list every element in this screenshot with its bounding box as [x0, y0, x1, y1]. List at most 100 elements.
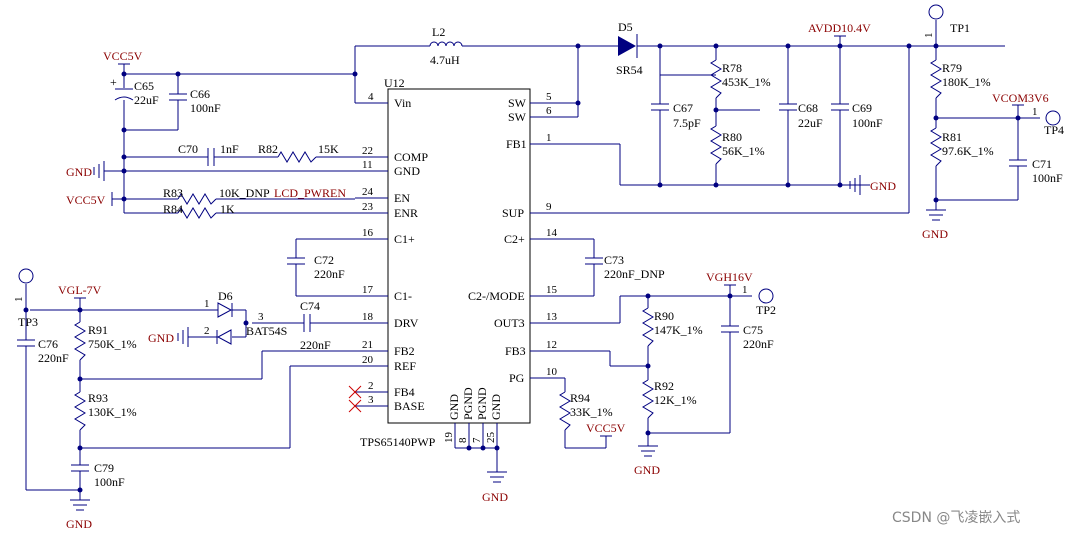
pin-name-c1p: C1+: [394, 232, 415, 246]
cap-c71: [1009, 159, 1027, 167]
pin-name-base: BASE: [394, 399, 425, 413]
net-vgh: VGH16V: [706, 270, 753, 284]
net-vgl: VGL-7V: [58, 283, 102, 297]
testpoint-tp3: [18, 268, 34, 284]
net-vcc5v-left: VCC5V: [66, 193, 106, 207]
gnd-symbol-r92: [638, 445, 658, 457]
net-gnd-boost: GND: [870, 179, 896, 193]
c71-ref: C71: [1032, 157, 1052, 171]
cap-c72: [287, 257, 305, 265]
pin-num-comp: 22: [362, 145, 373, 157]
r78-ref: R78: [722, 61, 742, 75]
c73-value: 220nF_DNP: [604, 267, 665, 281]
resistor-r91: [74, 321, 86, 361]
resistor-r92: [642, 379, 654, 419]
pin-name-ref: REF: [394, 359, 416, 373]
gnd-symbol-ic: [487, 471, 507, 483]
c66-value: 100nF: [190, 101, 221, 115]
net-gnd-c79: GND: [66, 517, 92, 531]
pin-name-c1m: C1-: [394, 289, 412, 303]
pin-num-vin: 4: [368, 91, 374, 103]
r91-ref: R91: [88, 323, 108, 337]
gnd-symbol-r81: [926, 209, 946, 221]
d5-ref: D5: [618, 20, 633, 34]
gnd-symbol-c79: [70, 499, 90, 511]
resistor-r80: [710, 125, 722, 165]
pin-num-fb4: 2: [368, 380, 374, 392]
cap-c67: [651, 103, 669, 111]
tp1-pin: 1: [923, 33, 935, 39]
pin-name-sw5: SW: [508, 96, 527, 110]
c79-ref: C79: [94, 461, 114, 475]
c72-ref: C72: [314, 253, 334, 267]
r92-value: 12K_1%: [654, 393, 697, 407]
resistor-r81: [930, 127, 942, 167]
gnd-symbol-d6: [177, 327, 189, 347]
pin-num-en: 24: [362, 186, 374, 198]
pin-num-sw6: 6: [546, 105, 552, 117]
r82-ref: R82: [258, 142, 278, 156]
r90-ref: R90: [654, 309, 674, 323]
tp4-ref: TP4: [1044, 123, 1064, 137]
diode-d5: [618, 34, 638, 58]
net-vcc5v-pg: VCC5V: [586, 421, 626, 435]
resistor-r83: [177, 193, 217, 205]
tp4-pin: 1: [1032, 106, 1038, 118]
resistor-r84: [177, 207, 217, 219]
r91-value: 750K_1%: [88, 337, 137, 351]
r81-value: 97.6K_1%: [942, 144, 994, 158]
resistor-r90: [642, 307, 654, 347]
c76-value: 220nF: [38, 351, 69, 365]
pin-name-pg: PG: [509, 371, 525, 385]
pin-num-drv: 18: [362, 311, 374, 323]
pin-num-c2p: 14: [546, 227, 558, 239]
pin-name-comp: COMP: [394, 150, 428, 164]
r81-ref: R81: [942, 130, 962, 144]
pin-name-pgnd8: PGND: [461, 387, 475, 420]
d6-pin1: 1: [204, 298, 210, 310]
c73-ref: C73: [604, 253, 624, 267]
pin-name-drv: DRV: [394, 316, 419, 330]
pin-name-fb4: FB4: [394, 385, 415, 399]
r92-ref: R92: [654, 379, 674, 393]
pin-num-base: 3: [368, 394, 374, 406]
cap-c68: [779, 103, 797, 111]
watermark: CSDN @飞凌嵌入式: [892, 510, 1020, 526]
diode-d6: [216, 302, 233, 345]
c71-value: 100nF: [1032, 171, 1063, 185]
pin-name-enr: ENR: [394, 206, 418, 220]
cap-c79: [71, 464, 89, 472]
pin-name-gnd25: GND: [489, 394, 503, 420]
cap-c66: [169, 93, 187, 101]
testpoint-tp2: [758, 288, 774, 304]
pin-name-sw6: SW: [508, 110, 527, 124]
cap-c76: [17, 339, 35, 347]
net-gnd-r92: GND: [634, 463, 660, 477]
resistor-r93: [74, 391, 86, 431]
no-connect-fb4: [348, 385, 362, 413]
cap-c73: [585, 257, 603, 265]
pin-num-pg: 10: [546, 366, 558, 378]
r94-value: 33K_1%: [570, 405, 613, 419]
cap-c69: [831, 103, 849, 111]
pin-num-out3: 13: [546, 311, 558, 323]
inductor-l2: [429, 41, 463, 47]
c68-value: 22uF: [798, 116, 823, 130]
cap-c65: [114, 88, 134, 101]
ic-refdes: U12: [384, 76, 405, 90]
tp3-ref: TP3: [18, 315, 38, 329]
net-vcc5v-top: VCC5V: [103, 49, 143, 63]
net-gnd-d6: GND: [148, 331, 174, 345]
net-gnd-ic: GND: [482, 490, 508, 504]
c74-value: 220nF: [300, 338, 331, 352]
net-gnd-c70: GND: [66, 165, 92, 179]
d6-value: BAT54S: [246, 324, 287, 338]
cap-c75: [721, 325, 739, 333]
pin-name-c2m: C2-/MODE: [468, 289, 525, 303]
c67-value: 7.5pF: [673, 116, 701, 130]
pin-num-gnd: 11: [362, 159, 373, 171]
r90-value: 147K_1%: [654, 323, 703, 337]
pin-num-enr: 23: [362, 201, 374, 213]
r79-ref: R79: [942, 61, 962, 75]
